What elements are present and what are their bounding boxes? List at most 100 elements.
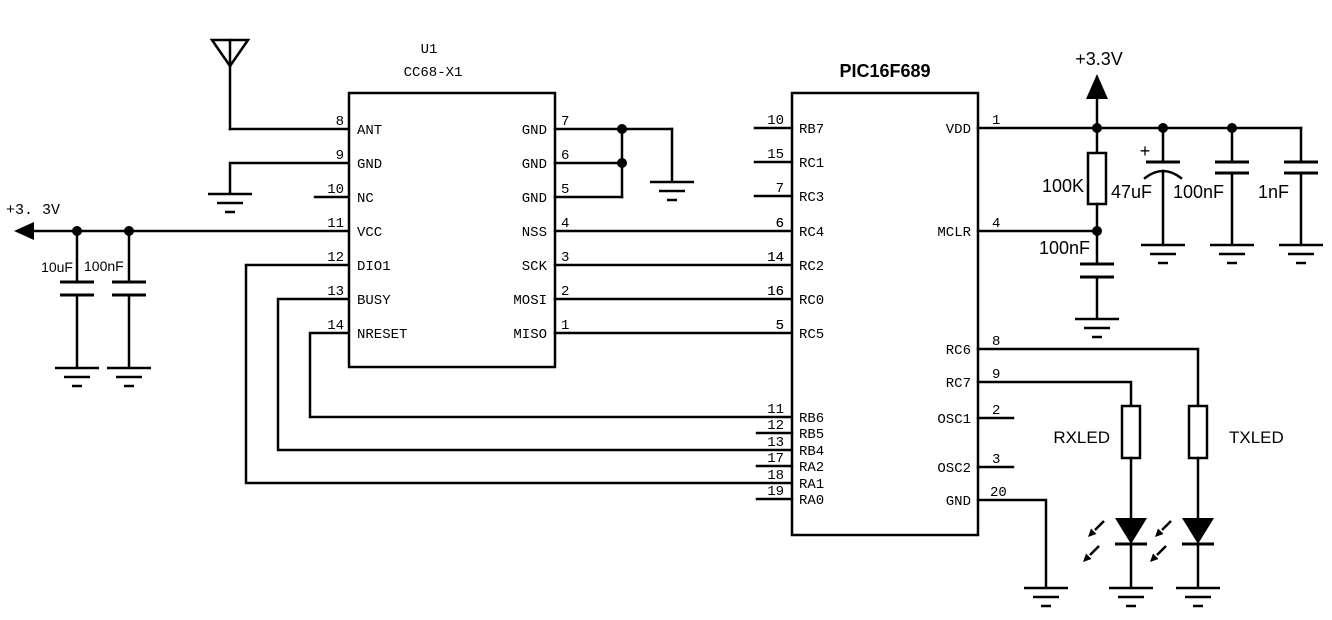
junction-dot [617,124,627,134]
pin-number: 2 [992,403,1000,419]
cap-value: 100nF [1039,238,1090,258]
wire-gnd20 [976,498,1048,588]
pin-name: NSS [522,225,547,241]
pin-name: RC5 [799,327,824,343]
pin-number: 1 [992,113,1000,129]
pin-name: NC [357,191,374,207]
pin-name: RC7 [946,376,971,392]
pin-number: 15 [767,147,784,163]
pin-name: RC4 [799,225,824,241]
pin-number: 11 [767,402,784,418]
pin-name: BUSY [357,293,391,309]
pin-number: 12 [327,250,344,266]
power-arrow-left-icon [14,222,34,240]
power-arrow-up-icon [1086,74,1108,99]
pin-name: GND [522,157,547,173]
pin-number: 10 [327,182,344,198]
ground-icon [1073,317,1121,339]
ground-icon [1107,586,1155,608]
pin-name: MISO [513,327,547,343]
pin-number: 19 [767,484,784,500]
pin-name: RB7 [799,122,824,138]
pin-name: RB4 [799,444,824,460]
ground-icon [53,366,101,388]
pin-name: RA0 [799,493,824,509]
resistor-body [1086,151,1108,206]
pin-name: RB6 [799,411,824,427]
pin-name: OSC1 [937,412,971,428]
pin-number: 5 [776,318,784,334]
ground-icon [1022,586,1070,608]
capacitor-100nf-mclr: 100nF [1039,229,1121,339]
chip-u2: PIC16F689 10 RB7 15 RC1 7 RC3 6 RC4 14 R… [753,61,1007,537]
right-voltage-label: +3.3V [1075,49,1123,69]
left-voltage-label: +3. 3V [6,202,60,219]
rxled-chain: RXLED [976,380,1155,608]
pin-name: OSC2 [937,461,971,477]
cap-value: 100nF [1173,182,1224,202]
pin-name: VCC [357,225,382,241]
pin-number: 8 [336,114,344,130]
junction-dot [617,158,627,168]
chip-part: CC68-X1 [404,65,463,81]
txled-label: TXLED [1229,428,1284,447]
pin-name: SCK [522,259,548,275]
pin-name: RA1 [799,477,824,493]
wire-busy-rb4 [276,297,794,452]
pin-number: 4 [561,216,569,232]
wire-gnd9 [228,161,351,194]
pin-name: NRESET [357,327,407,343]
pin-name: VDD [946,122,971,138]
cap-polarity: + [1140,141,1151,161]
pin-name: RC0 [799,293,824,309]
resistor-txled [1187,404,1209,460]
emit-arrow-icon [1086,519,1106,539]
pin-name: RC2 [799,259,824,275]
pin-number: 5 [561,182,569,198]
pin-name: RC1 [799,156,824,172]
pin-name: GND [522,191,547,207]
emit-arrow-icon [1081,544,1101,564]
ground-icon [1139,243,1187,265]
chip-part: PIC16F689 [839,61,930,81]
pin-number: 2 [561,284,569,300]
capacitor-100nf-right: 100nF [1173,126,1256,265]
pin-number: 7 [776,181,784,197]
pin-number: 12 [767,418,784,434]
pin-number: 16 [767,284,784,300]
pin-number: 7 [561,114,569,130]
capacitor-47uf: + 47uF [1111,126,1187,265]
ground-icon [206,192,254,214]
pin-name: MCLR [937,225,971,241]
pin-name: GND [522,123,547,139]
wire-rc6-txled [976,347,1200,408]
pin-name: RC3 [799,190,824,206]
pin-number: 14 [327,318,344,334]
pin-number: 14 [767,250,784,266]
pin-number: 14 [767,250,784,266]
pin-number: 1 [561,318,569,334]
pin-number: 6 [776,216,784,232]
chip-body [347,91,557,369]
wire-rc7-rxled [976,380,1133,408]
pin-name: GND [946,494,971,510]
cap-value: 100nF [84,258,124,274]
right-power-rail: +3.3V 100K 100nF + 47u [976,49,1325,339]
rxled-label: RXLED [1053,428,1110,447]
wire-nreset-rb6 [308,331,794,419]
pin-number: 13 [327,284,344,300]
capacitor-1nf: 1nF [1258,126,1325,265]
pin-number: 5 [776,318,784,334]
pin-number: 6 [776,216,784,232]
capacitor-10uf: 10uF [41,229,101,388]
pin-number: 3 [561,250,569,266]
antenna [209,38,251,131]
cap-value: 47uF [1111,182,1152,202]
pin-name: GND [357,157,382,173]
resistor-rxled [1120,404,1142,460]
pin-name: RB5 [799,427,824,443]
pin-number: 20 [990,485,1007,501]
pin-name: MOSI [513,293,547,309]
cap-value: 10uF [41,259,73,275]
